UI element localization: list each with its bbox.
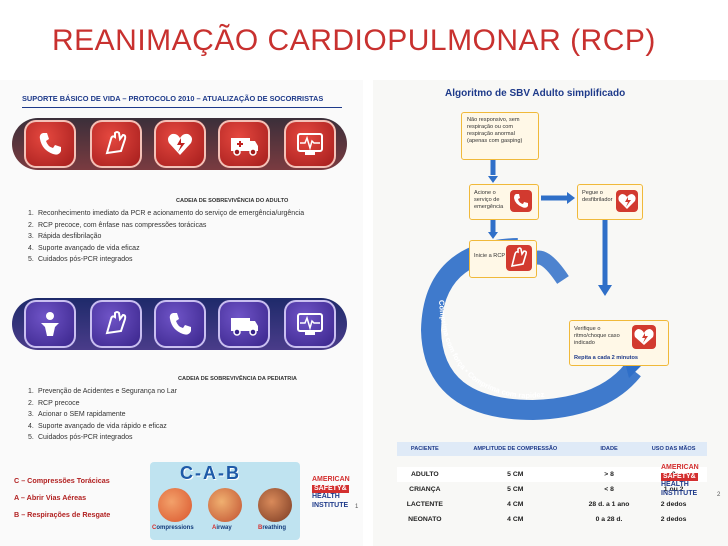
ambulance-icon: [218, 120, 270, 168]
cab-label-breathing: Breathing: [258, 525, 287, 531]
algorithm-title: Algoritmo de SBV Adulto simplificado: [445, 88, 626, 99]
bls-protocol-panel: SUPORTE BÁSICO DE VIDA – PROTOCOLO 2010 …: [0, 80, 363, 546]
list-item: 4.Suporte avançado de vida eficaz: [28, 244, 140, 252]
defibrillator-heart-icon: [632, 325, 656, 349]
breathing-image: [258, 488, 292, 522]
compressions-image: [158, 488, 192, 522]
list-item: 1.Reconhecimento imediato da PCR e acion…: [28, 210, 305, 217]
repeat-note: Repita a cada 2 minutos: [574, 355, 639, 361]
cpr-hands-icon: [506, 245, 532, 271]
phone-icon: [154, 300, 206, 348]
compression-table: PACIENTE AMPLITUDE DE COMPRESSÃO IDADE U…: [397, 442, 707, 527]
check-rhythm-box: Verifique o ritmo/choque caso indicado R…: [569, 320, 669, 366]
cab-legend-a: A – Abrir Vias Aéreas: [14, 493, 87, 502]
defibrillator-heart-icon: [616, 190, 638, 212]
cab-legend-c: C – Compressões Torácicas: [14, 476, 110, 485]
start-cpr-box: Inicie a RCP: [469, 240, 537, 278]
list-item: 3.Acionar o SEM rapidamente: [28, 411, 126, 418]
list-item: 5.Cuidados pós-PCR integrados: [28, 434, 133, 441]
table-header-cell: PACIENTE: [410, 446, 439, 452]
cab-title: C-A-B: [180, 463, 241, 483]
pediatric-chain-of-survival: [12, 298, 347, 350]
cab-legend: C – Compressões Torácicas A – Abrir Vias…: [14, 476, 110, 527]
table-header-cell: AMPLITUDE DE COMPRESSÃO: [473, 446, 558, 452]
defibrillator-heart-icon: [154, 120, 206, 168]
bls-algorithm-panel: Algoritmo de SBV Adulto simplificado Não…: [373, 80, 728, 546]
child-safety-icon: [24, 300, 76, 348]
slide-title: REANIMAÇÃO CARDIOPULMONAR (RCP): [52, 24, 656, 57]
cab-label-airway: Airway: [212, 525, 232, 531]
list-item: 1.Prevenção de Acidentes e Segurança no …: [28, 388, 177, 395]
adult-steps-list: 1.Reconhecimento imediato da PCR e acion…: [28, 210, 304, 268]
list-item: 5.Cuidados pós-PCR integrados: [28, 256, 133, 263]
list-item: 4.Suporte avançado de vida rápido e efic…: [28, 422, 167, 430]
adult-chain-of-survival: [12, 118, 347, 170]
protocol-title: SUPORTE BÁSICO DE VIDA – PROTOCOLO 2010 …: [22, 94, 324, 103]
list-item: 2.RCP precoce: [28, 399, 80, 407]
title-rule: [22, 107, 342, 108]
list-item: 2.RCP precoce, com ênfase nas compressõe…: [28, 221, 207, 229]
svg-text:Comprima com força • Comprima: Comprima com força • Comprima com rapide…: [437, 300, 545, 400]
phone-icon: [24, 120, 76, 168]
table-header-cell: USO DAS MÃOS: [651, 446, 696, 452]
ecg-monitor-icon: [284, 300, 336, 348]
table-header-cell: IDADE: [600, 446, 618, 452]
list-item: 3.Rápida desfibrilação: [28, 233, 102, 240]
asthi-logo: AMERICAN SAFETY& HEALTH INSTITUTE: [312, 476, 350, 509]
cpr-hands-icon: [90, 120, 142, 168]
ecg-monitor-icon: [284, 120, 336, 168]
phone-icon: [510, 190, 532, 212]
airway-image: [208, 488, 242, 522]
unresponsive-box: Não responsivo, sem respiração ou com re…: [461, 112, 539, 160]
page-number: 2: [717, 492, 721, 498]
cpr-hands-icon: [90, 300, 142, 348]
cycle-label: Comprima com força • Comprima com rapide…: [437, 300, 545, 400]
ambulance-icon: [218, 300, 270, 348]
cab-label-compressions: Compressions: [152, 525, 194, 531]
call-emergency-box: Acione o serviço de emergência: [469, 184, 539, 220]
get-aed-box: Pegue o desfibrilador: [577, 184, 643, 220]
adult-chain-caption: CADEIA DE SOBREVIVÊNCIA DO ADULTO: [176, 198, 289, 204]
page-number: 1: [355, 504, 359, 510]
cab-legend-b: B – Respirações de Resgate: [14, 510, 111, 519]
pediatric-chain-caption: CADEIA DE SOBREVIVÊNCIA DA PEDIATRIA: [178, 376, 297, 382]
table-header-band: [397, 442, 707, 456]
cab-illustration: C-A-B Compressions Airway Breathing: [150, 462, 300, 540]
table-header-row: PACIENTE AMPLITUDE DE COMPRESSÃO IDADE U…: [397, 442, 707, 467]
asthi-logo: AMERICAN SAFETY& HEALTH INSTITUTE: [661, 464, 699, 497]
pediatric-steps-list: 1.Prevenção de Acidentes e Segurança no …: [28, 388, 177, 446]
